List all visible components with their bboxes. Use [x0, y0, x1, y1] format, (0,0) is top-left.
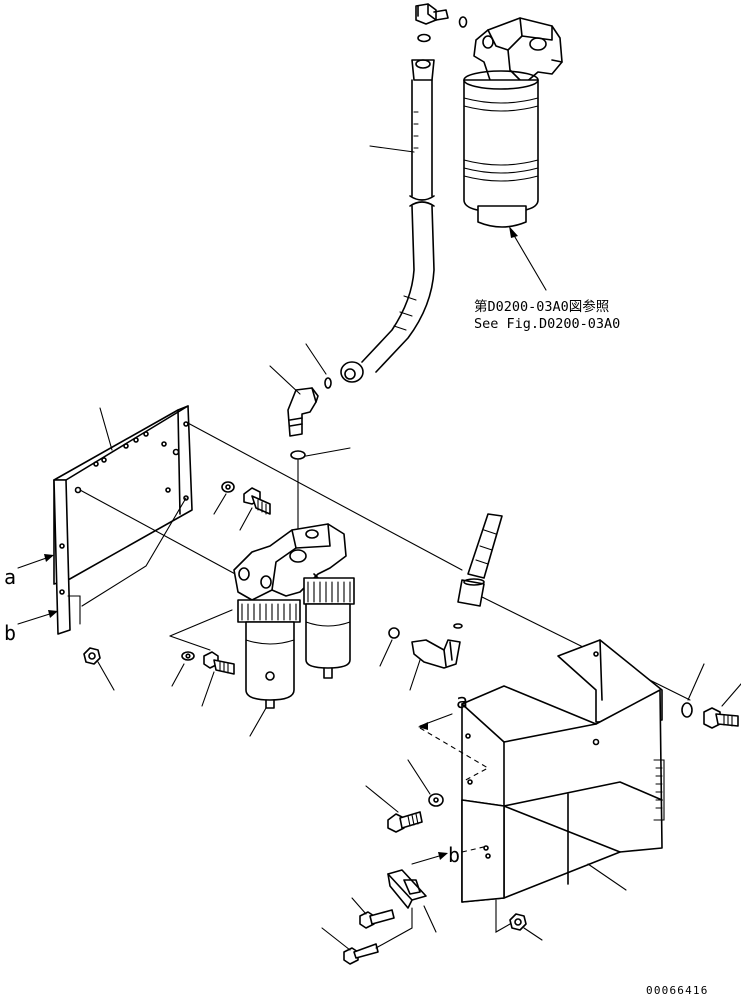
washer-plate [221, 481, 235, 493]
elbow-fitting-lower [411, 639, 461, 669]
projection-line-2 [79, 489, 251, 583]
washer-cover-left-hole [433, 797, 439, 803]
bolt-lower-2 [343, 943, 379, 965]
hose-short [457, 513, 503, 607]
fuel-hose [340, 59, 435, 383]
elbow-leader [269, 365, 301, 395]
nut-left [83, 647, 101, 665]
marker-b-left: b [4, 621, 16, 645]
elbow-fitting-upper [287, 387, 319, 437]
small-oring-right [453, 623, 463, 629]
hose-oring [324, 377, 332, 389]
bolt-filter-leader [201, 671, 215, 707]
bolt-plate-leader [239, 507, 253, 531]
filter-leader-b [169, 635, 211, 651]
bolt-lower-1-leader [351, 897, 367, 915]
cover-leader [587, 863, 627, 891]
washer-cover-leader [687, 663, 705, 701]
marker-a-right: a [456, 689, 468, 713]
bolt-cover-left-leader [365, 785, 399, 813]
bolt-cover-left [387, 811, 423, 833]
washer-cover [681, 702, 693, 718]
filter-leader-a [169, 609, 233, 637]
plate-leader [99, 407, 113, 451]
washer-plate-leader [213, 493, 227, 515]
arrowhead-b-left [48, 610, 58, 618]
reference-arrowhead [509, 226, 518, 238]
bolt-cover [703, 707, 739, 729]
filter-oring [290, 450, 306, 460]
washer-filter-leader [171, 663, 185, 687]
bolt-cover-leader [721, 683, 741, 707]
nut-lower-projection [495, 899, 511, 933]
reference-text-en: See Fig.D0200-03A0 [474, 316, 620, 332]
filter-bowl-right [303, 577, 355, 679]
plate-tab [67, 595, 81, 625]
arrowhead-a-left [44, 554, 54, 562]
nut-lower-leader [523, 927, 543, 941]
filter-bowl-left [237, 599, 301, 709]
top-oring [417, 33, 431, 43]
marker-b-right: b [448, 843, 460, 867]
arrowhead-b-right [438, 852, 448, 860]
projection-line-1 [185, 421, 463, 571]
projection-line-3 [81, 497, 187, 607]
nut-lower [509, 913, 527, 931]
washer-filter [181, 651, 195, 661]
oring-right [388, 627, 400, 639]
cover-guard [461, 639, 665, 903]
washer-plate-hole [225, 484, 231, 490]
head-oring [458, 16, 468, 28]
oring-leader [305, 343, 327, 375]
oring-right-leader [379, 639, 393, 667]
filter-oring-leader [305, 447, 351, 457]
bolt-lower-1 [359, 909, 395, 929]
bowl-left-leader [249, 707, 267, 737]
washer-filter-hole [185, 653, 191, 659]
bolt-filter [203, 651, 235, 675]
hidden-line-b [461, 845, 489, 853]
elbow-lower-leader [409, 659, 421, 691]
bolt-plate [243, 487, 271, 515]
mounting-plate [53, 405, 193, 635]
spin-on-filter [463, 70, 539, 228]
reference-text-jp: 第D0200-03A0図参照 [474, 298, 609, 315]
marker-a-left: a [4, 565, 16, 589]
hose-leader [369, 145, 415, 153]
arrowhead-a-right [418, 722, 428, 730]
lower-bracket [387, 869, 427, 909]
filter-assembly-head [233, 523, 347, 601]
nut-left-leader [97, 661, 115, 691]
washer-cover-left [428, 793, 444, 807]
washer-cover-left-leader [407, 759, 431, 795]
lower-bracket-leader [423, 905, 437, 933]
bolt-lower-2-leader [321, 927, 351, 951]
top-elbow-fitting [415, 3, 449, 25]
drawing-number: 00066416 [646, 984, 709, 997]
reference-leader [511, 231, 547, 291]
bolt-lower-2-projection [375, 907, 413, 949]
